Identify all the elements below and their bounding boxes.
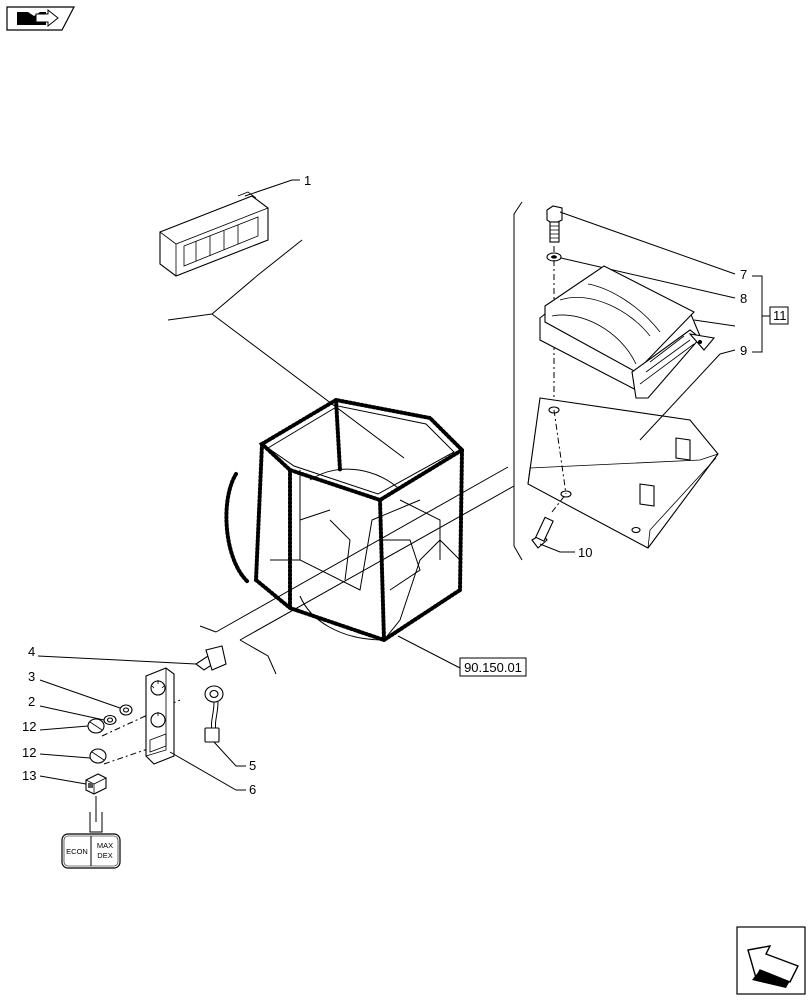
washer-part-2: [39, 705, 117, 726]
right-group-bracket-line: [513, 201, 523, 561]
callout-11[interactable]: 11: [773, 308, 787, 323]
rocker-switch-part-13: [39, 773, 107, 833]
bolt-part-7: [546, 205, 736, 275]
reference-label[interactable]: 90.150.01: [464, 660, 522, 675]
econ-max-dex-switch-face: [61, 833, 121, 869]
callout-2[interactable]: 2: [28, 694, 35, 709]
mounting-bracket: [527, 349, 736, 549]
callout-1[interactable]: 1: [304, 173, 311, 188]
bolt-part-10: [531, 493, 575, 553]
callout-8[interactable]: 8: [740, 291, 747, 306]
callout-12b[interactable]: 12: [22, 745, 36, 760]
leader-lines-panel: [199, 466, 515, 675]
dex-label: DEX: [97, 851, 112, 860]
nut-part-3: [39, 679, 133, 716]
reference-box: [459, 657, 527, 677]
potentiometer-part-5: [204, 685, 246, 767]
group-bracket-11: [752, 275, 770, 353]
callout-13[interactable]: 13: [22, 768, 36, 783]
washer-part-8: [546, 252, 736, 299]
knob-cap-part-12b: [39, 748, 107, 764]
control-unit-part-9: [539, 265, 736, 399]
callout-6[interactable]: 6: [249, 782, 256, 797]
callout-10[interactable]: 10: [578, 545, 592, 560]
callout-9[interactable]: 9: [740, 343, 747, 358]
callout-5[interactable]: 5: [249, 758, 256, 773]
econ-label: ECON: [66, 847, 88, 856]
tractor-cab-frame: [224, 397, 466, 643]
knob-cap-part-12a: [39, 718, 105, 734]
callout-4[interactable]: 4: [28, 644, 35, 659]
callout-box-11: [769, 306, 789, 325]
air-vent-part: [159, 179, 300, 277]
rotary-switch-part-4: [37, 645, 227, 671]
max-label: MAX: [97, 841, 113, 850]
leader-lines-vent: [167, 239, 405, 459]
book-arrow-icon[interactable]: [6, 6, 75, 31]
callout-12a[interactable]: 12: [22, 719, 36, 734]
switch-panel-part-6: [145, 667, 246, 791]
callout-7[interactable]: 7: [740, 267, 747, 282]
callout-3[interactable]: 3: [28, 669, 35, 684]
reference-leader: [397, 635, 461, 669]
next-page-arrow-icon[interactable]: [736, 926, 806, 995]
